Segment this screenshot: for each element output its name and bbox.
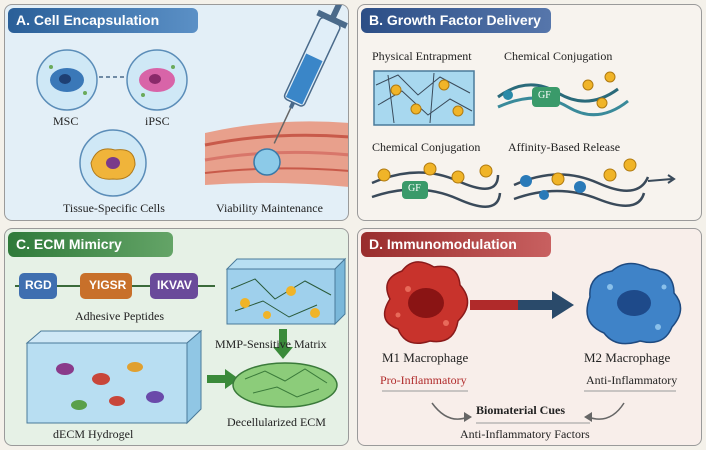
peptide-ikvav-label: IKVAV xyxy=(157,278,192,292)
viability-maintenance-label: Viability Maintenance xyxy=(216,201,323,215)
peptide-yigsr-label: YIGSR xyxy=(89,278,127,292)
anti-inflammatory-label: Anti-Inflammatory xyxy=(586,373,678,387)
peptide-rgd-box xyxy=(19,273,57,299)
release-arrow-icon xyxy=(647,178,673,182)
curved-arrow-left-icon xyxy=(431,402,469,420)
tissue-specific-capsule xyxy=(79,129,147,197)
biomaterial-cues-label: Biomaterial Cues xyxy=(476,403,565,417)
panel-c-title: C. ECM Mimicry xyxy=(8,232,173,257)
mmp-sensitive-matrix-label: MMP-Sensitive Matrix xyxy=(215,337,327,351)
growth-factor-illustration xyxy=(371,70,676,208)
decm-hydrogel-block xyxy=(25,329,203,425)
immunomodulation-illustration xyxy=(382,261,682,424)
curved-arrow-right-icon xyxy=(587,402,625,420)
pro-inflammatory-label: Pro-Inflammatory xyxy=(380,373,467,387)
m1-macrophage-label: M1 Macrophage xyxy=(382,350,469,365)
peptide-yigsr-box xyxy=(80,273,132,299)
panel-immunomodulation: D. Immunomodulation M1 Macrophage Pro-In… xyxy=(357,228,702,446)
right-arrow-icon xyxy=(225,369,239,389)
ipsc-label: iPSC xyxy=(145,114,170,128)
mmp-sensitive-matrix xyxy=(225,257,347,326)
anti-inflammatory-factors-label: Anti-Inflammatory Factors xyxy=(460,427,590,441)
panel-b-title: B. Growth Factor Delivery xyxy=(361,8,551,33)
msc-label: MSC xyxy=(53,114,79,128)
decellularized-ecm-disc xyxy=(232,362,338,408)
affinity-based-release xyxy=(513,158,650,207)
down-arrow-icon xyxy=(273,347,293,359)
injected-hydrogel-droplet xyxy=(253,148,281,176)
chemical-conjugation-label-top: Chemical Conjugation xyxy=(504,49,613,63)
panel-growth-factor-delivery: B. Growth Factor Delivery Physical Entra… xyxy=(357,4,702,221)
chemical-conjugation-top xyxy=(497,71,629,117)
ecm-mimicry-illustration xyxy=(15,257,347,425)
adhesive-peptides-label: Adhesive Peptides xyxy=(75,309,164,323)
m1-macrophage-cell xyxy=(383,261,469,344)
peptide-rgd-label: RGD xyxy=(25,278,52,292)
polarization-arrow-head-icon xyxy=(552,291,574,319)
panel-a-title: A. Cell Encapsulation xyxy=(8,8,198,33)
cell-encapsulation-illustration xyxy=(36,5,348,197)
chemical-conjugation-bottom xyxy=(371,162,502,208)
panel-cell-encapsulation: A. Cell Encapsulation MSC iPSC Tissue-Sp… xyxy=(4,4,349,221)
ipsc-capsule xyxy=(126,49,188,111)
panel-d-title: D. Immunomodulation xyxy=(361,232,551,257)
chemical-conjugation-label-bottom: Chemical Conjugation xyxy=(372,140,481,154)
decm-hydrogel-label: dECM Hydrogel xyxy=(53,427,134,441)
m2-macrophage-label: M2 Macrophage xyxy=(584,350,671,365)
physical-entrapment-label: Physical Entrapment xyxy=(372,49,472,63)
m2-macrophage-cell xyxy=(586,262,682,345)
affinity-based-release-label: Affinity-Based Release xyxy=(508,140,621,154)
gf-label-bottom: GF xyxy=(408,183,421,194)
panel-ecm-mimicry: C. ECM Mimicry RGD YIGSR IKVAV Adhesive … xyxy=(4,228,349,446)
syringe-icon xyxy=(273,5,348,144)
gf-label-top: GF xyxy=(538,90,551,101)
tissue-specific-cells-label: Tissue-Specific Cells xyxy=(63,201,165,215)
physical-entrapment-matrix xyxy=(373,70,475,126)
msc-capsule xyxy=(36,49,98,111)
peptide-ikvav-box xyxy=(150,273,198,299)
decellularized-ecm-label: Decellularized ECM xyxy=(227,415,326,429)
